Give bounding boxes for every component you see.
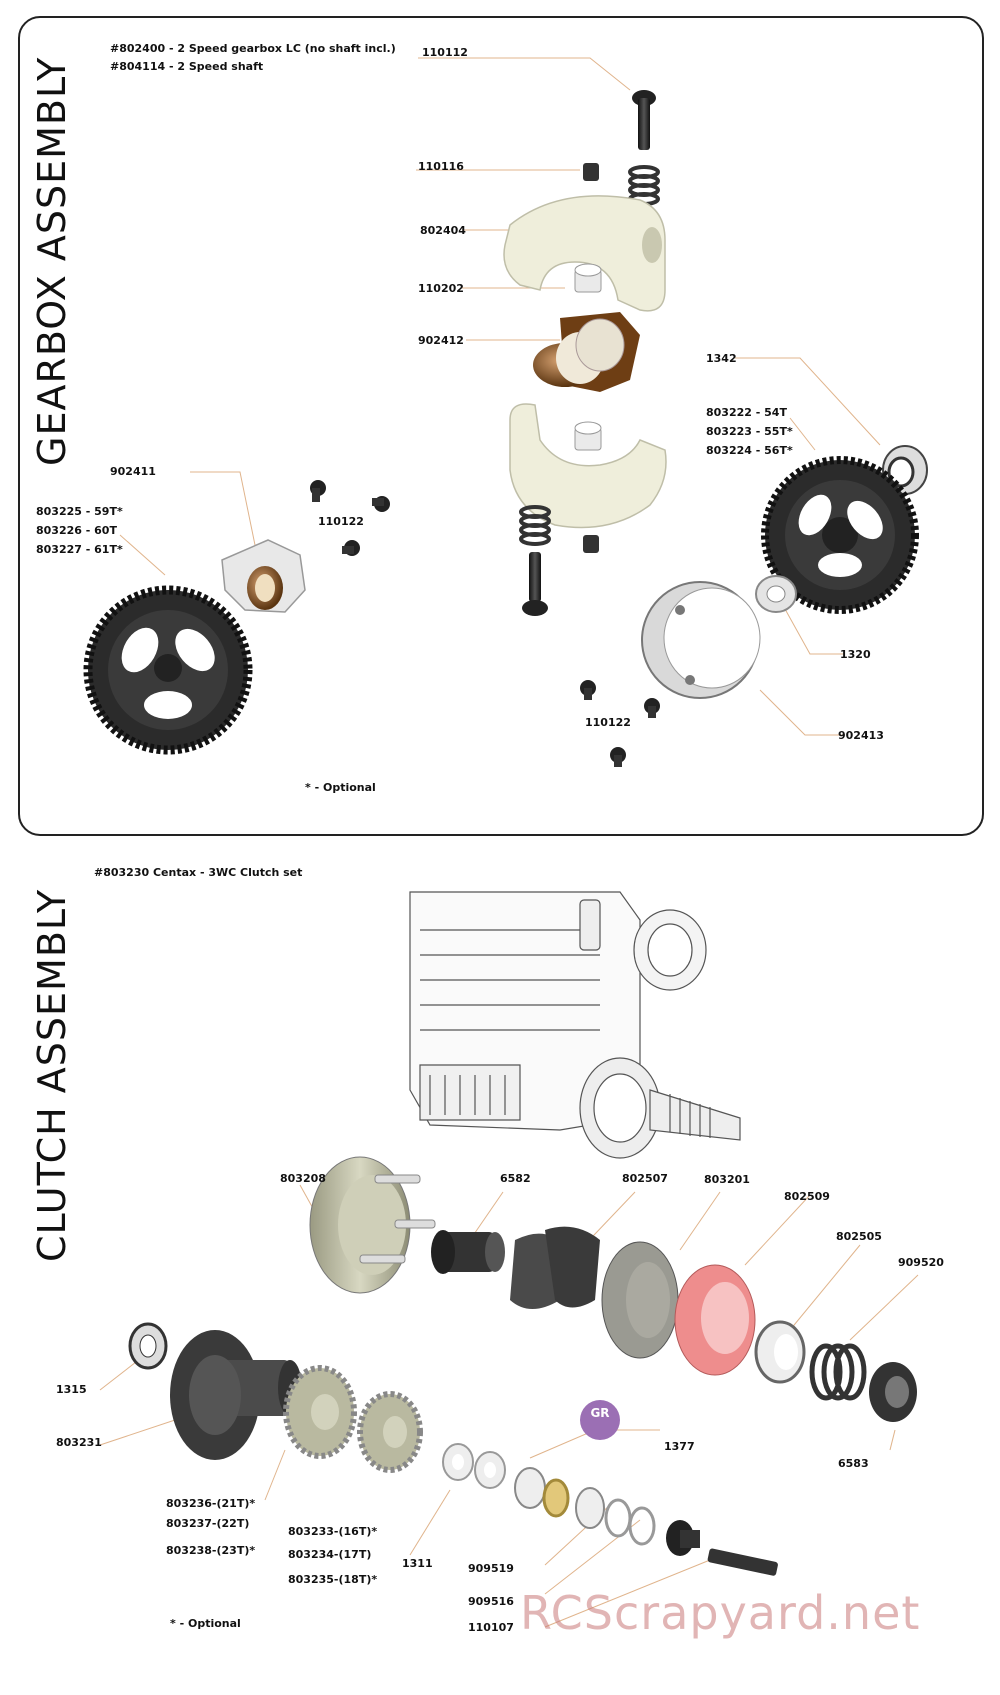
housing-lower-drawing	[509, 403, 667, 529]
washer-909516-drawing	[628, 1506, 656, 1546]
spring-holder-802509-drawing	[674, 1264, 756, 1376]
label-803235: 803235-(18T)*	[288, 1573, 378, 1586]
thrust-race-drawing	[575, 1487, 605, 1529]
label-803231: 803231	[56, 1436, 102, 1449]
housing-upper-802404-drawing	[503, 195, 666, 312]
label-902413: 902413	[838, 729, 884, 742]
label-803222: 803222 - 54T	[706, 406, 787, 419]
label-802509: 802509	[784, 1190, 830, 1203]
label-110122-top: 110122	[318, 515, 364, 528]
spring-909520-drawing	[809, 1343, 867, 1401]
label-802505: 802505	[836, 1230, 882, 1243]
ring-902413-drawing	[641, 581, 761, 699]
label-803226: 803226 - 60T	[36, 524, 117, 537]
gearbox-leader-lines	[119, 57, 881, 736]
gearbox-header-line-2: #804114 - 2 Speed shaft	[110, 60, 264, 73]
label-6582: 6582	[500, 1172, 531, 1185]
thrust-bearing-1377-drawing	[514, 1467, 546, 1509]
label-803238: 803238-(23T)*	[166, 1544, 256, 1557]
label-1315: 1315	[56, 1383, 87, 1396]
label-909519: 909519	[468, 1562, 514, 1575]
bearing-1342-drawing	[882, 445, 928, 495]
label-909516: 909516	[468, 1595, 514, 1608]
spring-bottom-drawing	[519, 505, 551, 546]
label-1342: 1342	[706, 352, 737, 365]
washer-909519-drawing	[604, 1498, 632, 1538]
label-803227: 803227 - 61T*	[36, 543, 123, 556]
label-902412: 902412	[418, 334, 464, 347]
thrust-cage-drawing	[542, 1478, 570, 1518]
watermark: RCScrapyard.net	[520, 1586, 921, 1640]
screw-bottom-drawing	[522, 552, 548, 616]
carrier-902412-drawing	[533, 312, 640, 392]
clutch-bell-803231-drawing	[170, 1330, 302, 1460]
clutch-header: #803230 Centax - 3WC Clutch set	[94, 866, 303, 879]
label-110107: 110107	[468, 1621, 514, 1634]
grease-badge-label: GR	[590, 1406, 610, 1420]
pinion-16t-drawing	[357, 1391, 423, 1473]
label-6583: 6583	[838, 1457, 869, 1470]
spur-gear-60t-drawing	[83, 585, 253, 755]
grease-icon: GR	[580, 1400, 620, 1440]
label-802507: 802507	[622, 1172, 668, 1185]
label-803236: 803236-(21T)*	[166, 1497, 256, 1510]
label-110122-bottom: 110122	[585, 716, 631, 729]
spur-gear-54t-drawing	[761, 456, 919, 614]
pin-110202-drawing	[574, 263, 602, 293]
label-1377: 1377	[664, 1440, 695, 1453]
engine-outline-drawing	[409, 891, 741, 1159]
hub-902411-drawing	[221, 539, 306, 613]
clutch-title: CLUTCH ASSEMBLY	[30, 888, 74, 1262]
label-803234: 803234-(17T)	[288, 1548, 372, 1561]
label-1311: 1311	[402, 1557, 433, 1570]
pinion-21t-drawing	[283, 1365, 357, 1459]
label-803223: 803223 - 55T*	[706, 425, 793, 438]
label-803201: 803201	[704, 1173, 750, 1186]
label-803208: 803208	[280, 1172, 326, 1185]
screws-110122-top-drawing	[310, 480, 390, 556]
gearbox-optional-note: * - Optional	[305, 781, 376, 794]
label-802404: 802404	[420, 224, 466, 237]
clutch-optional-note: * - Optional	[170, 1617, 241, 1630]
gearbox-header-line-1: #802400 - 2 Speed gearbox LC (no shaft i…	[110, 42, 396, 55]
screw-110107-drawing	[666, 1520, 778, 1576]
flywheel-803208-drawing	[309, 1156, 436, 1294]
label-110112: 110112	[422, 46, 468, 59]
screw-110112-drawing	[632, 90, 656, 150]
collet-6582-drawing	[431, 1230, 505, 1274]
label-110202: 110202	[418, 282, 464, 295]
clutch-shoes-802507-drawing	[510, 1226, 600, 1309]
label-803237: 803237-(22T)	[166, 1517, 250, 1530]
label-909520: 909520	[898, 1256, 944, 1269]
screws-110122-bottom-drawing	[580, 680, 660, 767]
label-110116: 110116	[418, 160, 464, 173]
grub-screw-110116-drawing	[583, 163, 599, 181]
label-902411: 902411	[110, 465, 156, 478]
label-803225: 803225 - 59T*	[36, 505, 123, 518]
label-803224: 803224 - 56T*	[706, 444, 793, 457]
label-803233: 803233-(16T)*	[288, 1525, 378, 1538]
grub-screw-bottom-drawing	[583, 535, 599, 553]
label-1320: 1320	[840, 648, 871, 661]
